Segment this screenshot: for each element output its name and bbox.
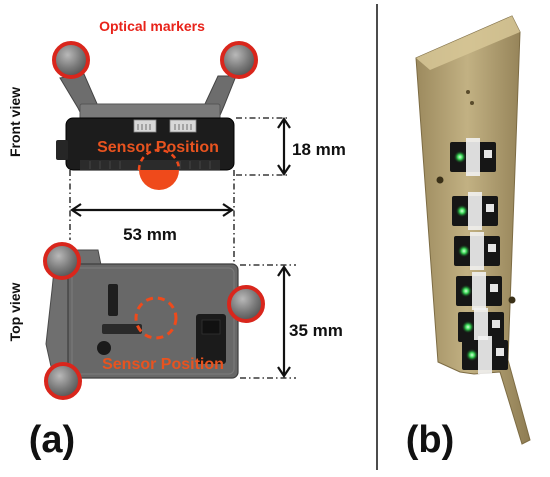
led-icon — [466, 349, 478, 361]
screw-hole — [97, 341, 111, 355]
width-dimension — [69, 170, 235, 262]
sensor-module — [456, 272, 502, 310]
width-dimension-label: 53 mm — [123, 225, 177, 244]
led-icon — [458, 245, 470, 257]
led-icon — [456, 205, 468, 217]
led-icon — [460, 285, 472, 297]
slot — [108, 284, 118, 316]
sensor-module — [452, 192, 498, 230]
panel-a: Optical markers Front view Top view — [7, 18, 346, 461]
sensor-position-icon — [139, 170, 179, 190]
sensor-module — [462, 336, 508, 374]
front-view-device: Sensor Position — [56, 73, 237, 190]
connector-left — [133, 119, 157, 133]
top-view-device: Sensor Position — [45, 249, 239, 381]
optical-markers-label: Optical markers — [99, 18, 205, 34]
optical-marker-icon — [43, 242, 81, 280]
sensor-module — [450, 138, 496, 176]
panel-b-label: (b) — [406, 419, 455, 461]
sensor-module — [454, 232, 500, 270]
led-icon — [454, 151, 466, 163]
led-icon — [462, 321, 474, 333]
depth-dimension-label: 35 mm — [289, 321, 343, 340]
panel-b: (b) — [406, 15, 531, 461]
sensor-position-icon — [134, 296, 178, 340]
panel-a-label: (a) — [29, 419, 75, 461]
top-view-label: Top view — [7, 282, 23, 341]
height-dimension — [236, 117, 291, 176]
optical-marker-front-right — [220, 41, 258, 79]
front-view-label: Front view — [7, 87, 23, 157]
optical-marker-icon — [227, 285, 265, 323]
optical-marker-icon — [52, 41, 90, 79]
optical-marker-icon — [44, 362, 82, 400]
sensor-position-front-label: Sensor Position — [97, 139, 219, 156]
optical-marker-icon — [220, 41, 258, 79]
sensor-position-top-label: Sensor Position — [102, 356, 224, 373]
height-dimension-label: 18 mm — [292, 140, 346, 159]
depth-dimension — [240, 264, 296, 379]
optical-marker-front-left — [52, 41, 90, 79]
